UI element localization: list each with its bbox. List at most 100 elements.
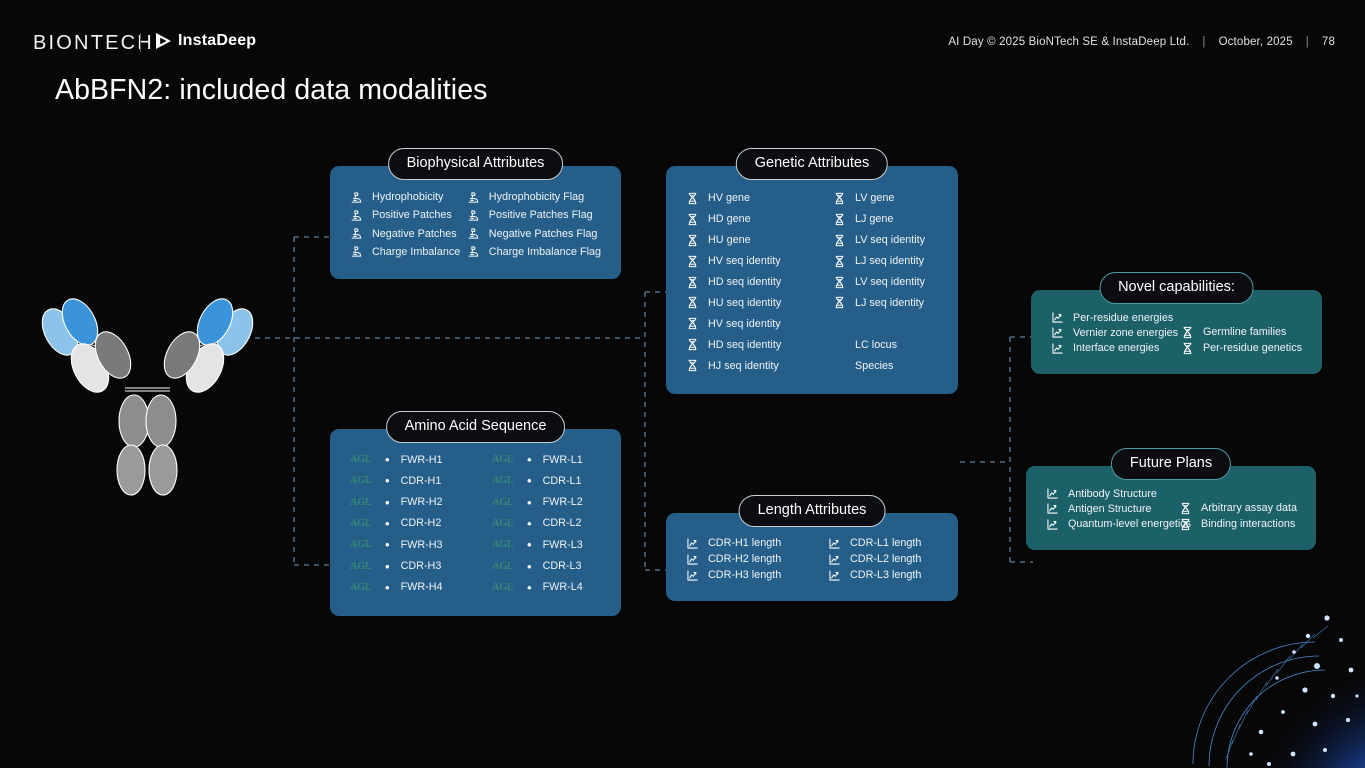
- agl-tag: AGL: [350, 454, 372, 466]
- list-item[interactable]: Antigen Structure: [1046, 501, 1179, 516]
- list-item[interactable]: AGL•CDR-H1: [350, 470, 492, 491]
- pill-genetic: Genetic Attributes: [735, 148, 889, 180]
- list-item[interactable]: AGL•FWR-L2: [492, 492, 583, 513]
- list-item[interactable]: Binding interactions: [1179, 516, 1297, 532]
- dna-icon: [1181, 518, 1190, 530]
- item-label: CDR-L1 length: [850, 537, 922, 549]
- list-item[interactable]: Vernier zone energies: [1051, 325, 1181, 340]
- item-label: FWR-L2: [542, 496, 583, 509]
- item-label: LC locus: [855, 338, 898, 351]
- item-label: LJ seq identity: [855, 296, 925, 309]
- list-item[interactable]: Quantum-level energetics: [1046, 517, 1191, 532]
- list-item[interactable]: HD seq identity: [686, 272, 833, 293]
- list-item[interactable]: AGL•CDR-H2: [350, 513, 492, 534]
- list-item[interactable]: HD gene: [686, 209, 833, 230]
- list-item[interactable]: CDR-H1 length: [686, 535, 828, 551]
- microscope-icon: [351, 246, 362, 257]
- list-item[interactable]: Germline families: [1181, 324, 1302, 340]
- list-item[interactable]: HD seq identity: [686, 334, 833, 355]
- list-item[interactable]: [833, 313, 925, 334]
- bullet-dot-icon: •: [385, 452, 390, 468]
- chart-icon: [829, 569, 840, 581]
- instadeep-logo: InstaDeep: [155, 32, 256, 50]
- list-item[interactable]: HU gene: [686, 230, 833, 251]
- list-item[interactable]: HV seq identity: [686, 313, 833, 334]
- list-item[interactable]: LV seq identity: [833, 230, 925, 251]
- list-item[interactable]: CDR-L1 length: [828, 535, 921, 551]
- list-item[interactable]: Interface energies: [1051, 341, 1181, 356]
- list-item[interactable]: AGL•CDR-L3: [492, 555, 583, 576]
- list-item[interactable]: Hydrophobicity Flag: [467, 188, 601, 206]
- list-item[interactable]: AGL•CDR-L2: [492, 513, 583, 534]
- list-item[interactable]: Positive Patches: [350, 206, 467, 224]
- item-label: CDR-H3 length: [708, 569, 782, 581]
- list-item[interactable]: Negative Patches: [350, 225, 467, 243]
- list-item[interactable]: LJ seq identity: [833, 292, 925, 313]
- list-item[interactable]: LV gene: [833, 188, 925, 209]
- list-item[interactable]: LJ seq identity: [833, 251, 925, 272]
- list-item[interactable]: HJ seq identity: [686, 355, 833, 376]
- chart-icon: [687, 569, 698, 581]
- item-label: Hydrophobicity Flag: [488, 191, 585, 204]
- list-item[interactable]: AGL•CDR-L1: [492, 470, 583, 491]
- list-item[interactable]: AGL•FWR-H3: [350, 534, 492, 555]
- item-label: CDR-L3 length: [850, 569, 922, 581]
- item-label: CDR-H1 length: [708, 537, 782, 549]
- copyright-text: AI Day © 2025 BioNTech SE & InstaDeep Lt…: [948, 36, 1190, 48]
- microscope-icon: [351, 228, 362, 239]
- biontech-logo: BIONTECH: [33, 32, 154, 54]
- cl-domain-left: [94, 331, 132, 379]
- list-item[interactable]: Per-residue genetics: [1181, 340, 1302, 356]
- microscope-icon: [468, 192, 479, 203]
- list-item[interactable]: Species: [833, 355, 925, 376]
- icon-placeholder: [833, 317, 846, 330]
- list-item[interactable]: CDR-H3 length: [686, 567, 828, 583]
- list-item[interactable]: Charge Imbalance: [350, 243, 467, 261]
- list-item[interactable]: HU seq identity: [686, 292, 833, 313]
- pill-amino: Amino Acid Sequence: [385, 411, 566, 443]
- microscope-icon: [468, 246, 479, 257]
- item-label: HD seq identity: [708, 338, 782, 351]
- dna-icon: [835, 276, 844, 288]
- item-label: Quantum-level energetics: [1068, 518, 1192, 531]
- list-item[interactable]: AGL•FWR-H2: [350, 492, 492, 513]
- dna-icon: [835, 297, 844, 309]
- item-label: CDR-H2: [400, 517, 442, 530]
- list-item[interactable]: HV gene: [686, 188, 833, 209]
- list-item[interactable]: Arbitrary assay data: [1179, 500, 1297, 516]
- list-item[interactable]: LC locus: [833, 334, 925, 355]
- list-item[interactable]: CDR-L2 length: [828, 551, 921, 567]
- agl-tag: AGL: [350, 581, 372, 593]
- list-item[interactable]: AGL•FWR-H1: [350, 449, 492, 470]
- list-item[interactable]: Negative Patches Flag: [467, 225, 601, 243]
- list-item[interactable]: Per-residue energies: [1051, 310, 1181, 325]
- pill-length: Length Attributes: [738, 495, 886, 527]
- item-label: HU gene: [708, 234, 751, 247]
- list-item[interactable]: Positive Patches Flag: [467, 206, 601, 224]
- item-label: LV seq identity: [855, 234, 926, 247]
- ch3-domain-left: [116, 444, 146, 496]
- list-item[interactable]: Hydrophobicity: [350, 188, 467, 206]
- list-item[interactable]: AGL•FWR-H4: [350, 577, 492, 598]
- list-item[interactable]: Antibody Structure: [1046, 486, 1179, 501]
- list-item[interactable]: AGL•CDR-H3: [350, 555, 492, 576]
- list-item[interactable]: AGL•FWR-L1: [492, 449, 583, 470]
- item-label: Hydrophobicity: [372, 191, 444, 204]
- list-item[interactable]: AGL•FWR-L4: [492, 577, 583, 598]
- list-item[interactable]: CDR-L3 length: [828, 567, 921, 583]
- item-label: Per-residue genetics: [1202, 342, 1302, 354]
- list-item[interactable]: CDR-H2 length: [686, 551, 828, 567]
- bullet-dot-icon: •: [527, 473, 532, 489]
- blue-particle-sphere-decoration: [1192, 615, 1365, 768]
- item-label: LV seq identity: [855, 276, 926, 288]
- list-item[interactable]: LV seq identity: [833, 272, 925, 293]
- list-item[interactable]: HV seq identity: [686, 251, 833, 272]
- dna-icon: [688, 318, 697, 330]
- list-item[interactable]: Charge Imbalance Flag: [467, 243, 601, 261]
- list-item[interactable]: AGL•FWR-L3: [492, 534, 583, 555]
- list-item[interactable]: LJ gene: [833, 209, 925, 230]
- item-label: Interface energies: [1073, 342, 1160, 355]
